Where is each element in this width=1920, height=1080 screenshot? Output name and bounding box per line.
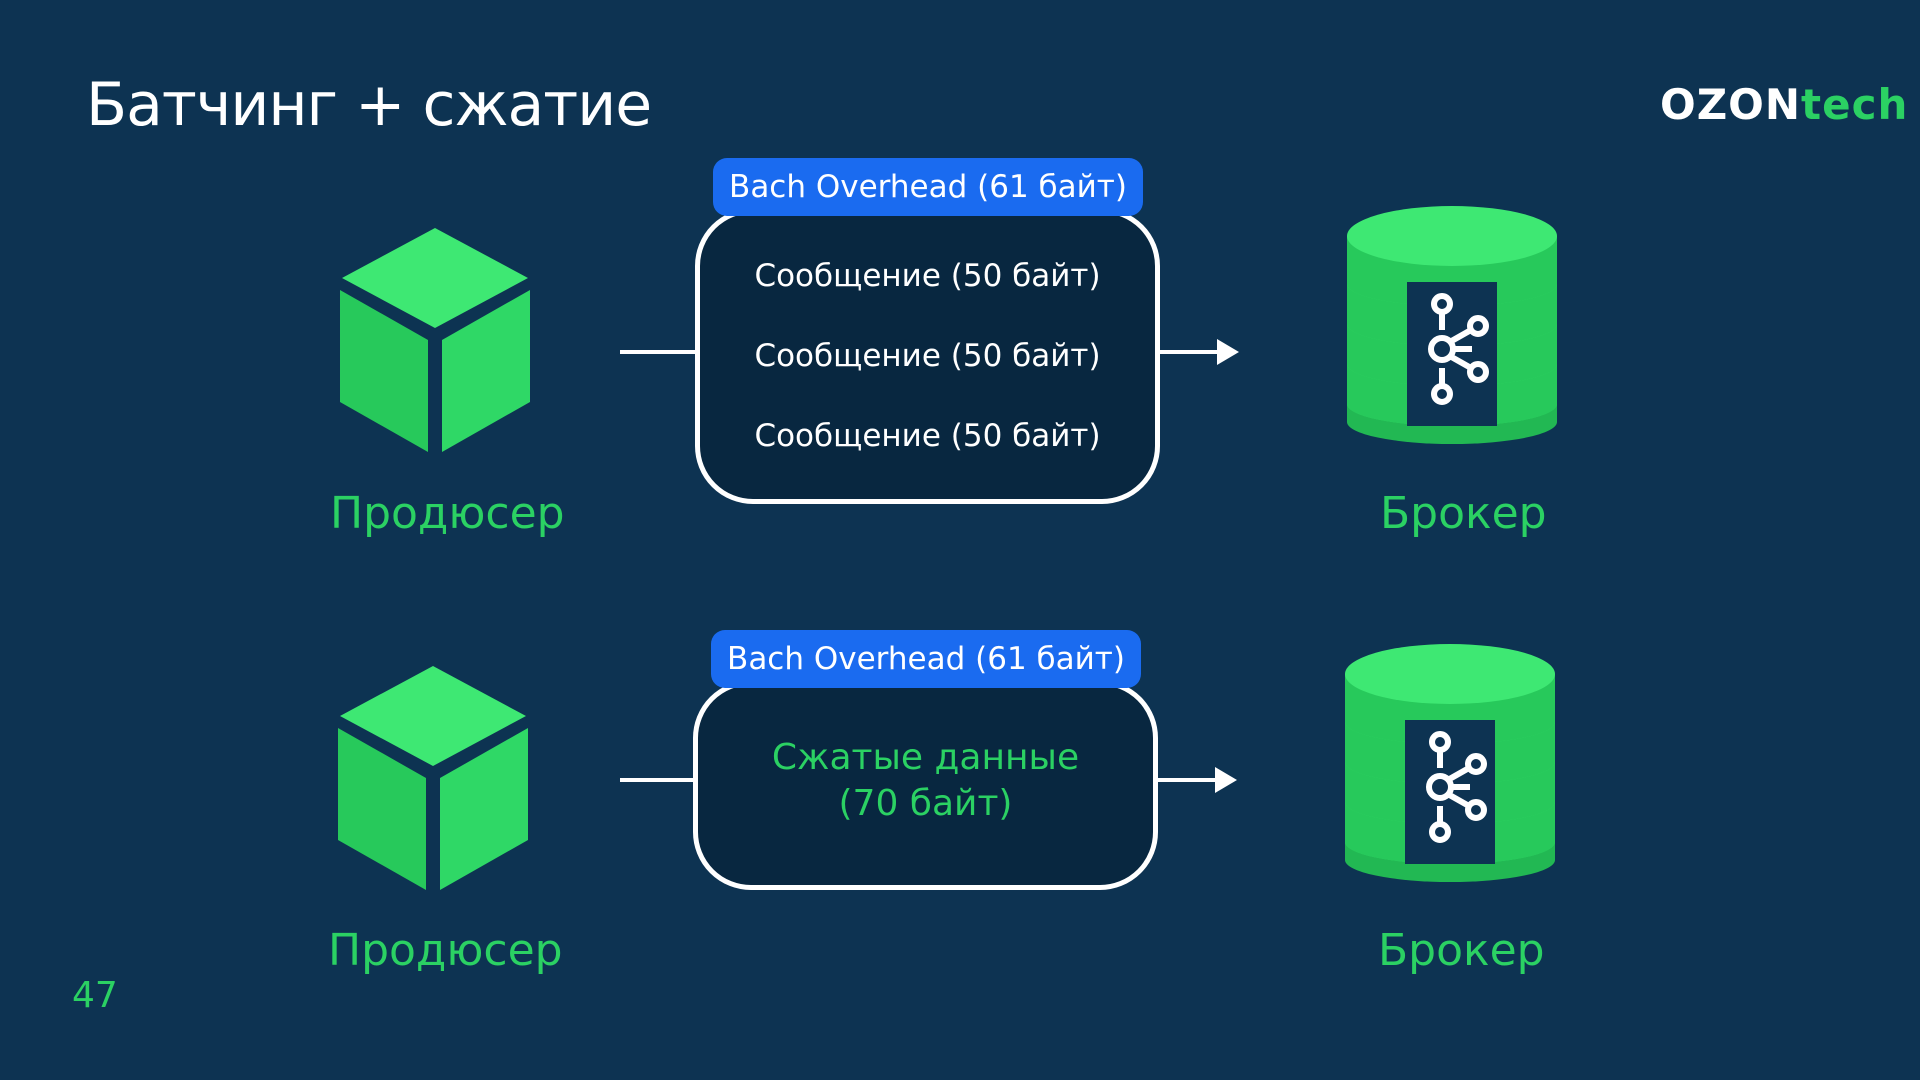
batch-overhead-badge: Bach Overhead (61 байт): [711, 630, 1141, 688]
cube-top-face: [340, 666, 526, 766]
logo-tech-text: tech: [1801, 80, 1909, 129]
db-top: [1345, 644, 1555, 704]
ozon-tech-logo: OZONtech: [1660, 80, 1908, 129]
broker-kafka-database-icon: [1347, 206, 1557, 444]
logo-ozon-text: OZON: [1660, 80, 1802, 129]
producer-label: Продюсер: [330, 488, 565, 539]
producer-label: Продюсер: [328, 925, 563, 976]
cube-right-face: [442, 290, 530, 452]
producer-to-batch-line: [620, 778, 698, 782]
batch-to-broker-arrow: [1158, 767, 1237, 793]
cube-right-face: [440, 728, 528, 890]
cube-left-face: [340, 290, 428, 452]
batch-box: Сжатые данные (70 байт): [693, 680, 1158, 890]
cube-left-face: [338, 728, 426, 890]
message-item: Сообщение (50 байт): [754, 418, 1101, 454]
batch-overhead-badge: Bach Overhead (61 байт): [713, 158, 1143, 216]
broker-label: Брокер: [1378, 925, 1545, 976]
compressed-data-text: Сжатые данные: [771, 737, 1080, 778]
producer-cube-icon: [340, 228, 530, 452]
producer-to-batch-line: [620, 350, 700, 354]
slide-title: Батчинг + сжатие: [86, 70, 652, 140]
kafka-icon: [1428, 293, 1489, 405]
message-item: Сообщение (50 байт): [754, 338, 1101, 374]
cube-top-face: [342, 228, 528, 328]
broker-label: Брокер: [1380, 488, 1547, 539]
batch-box: Сообщение (50 байт) Сообщение (50 байт) …: [695, 208, 1160, 504]
broker-kafka-database-icon: [1345, 644, 1555, 882]
message-item: Сообщение (50 байт): [754, 258, 1101, 294]
batch-to-broker-arrow: [1160, 339, 1239, 365]
page-number: 47: [72, 975, 118, 1016]
kafka-icon: [1426, 731, 1487, 843]
compressed-data-size: (70 байт): [838, 783, 1013, 824]
producer-cube-icon: [338, 666, 528, 890]
db-top: [1347, 206, 1557, 266]
